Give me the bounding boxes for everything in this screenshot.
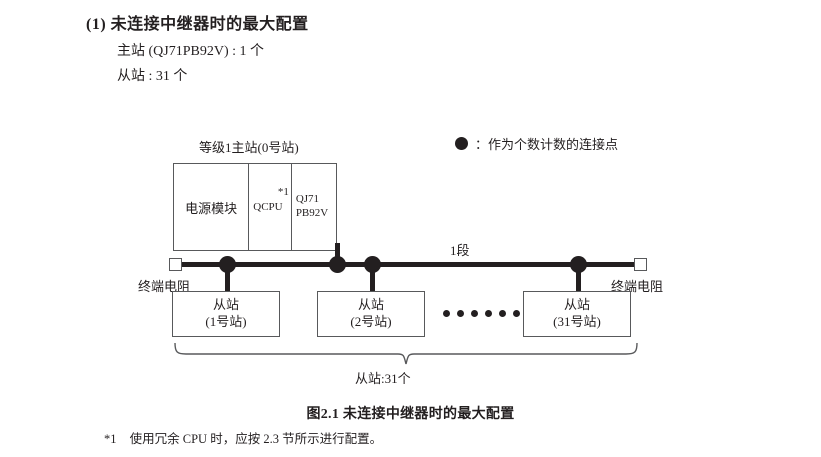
drop-line-slave-2: [370, 264, 375, 292]
network-bus-line: [178, 262, 638, 267]
legend: ：作为个数计数的连接点: [455, 134, 618, 153]
footnote: *1 使用冗余 CPU 时，应按 2.3 节所示进行配置。: [104, 428, 382, 447]
ellipsis-dot: [471, 310, 478, 317]
slave-1-station: (1号站): [205, 314, 247, 329]
master-station-rack: 电源模块 QCPU *1 QJ71 PB92V: [173, 163, 337, 251]
drop-line-master: [335, 243, 340, 265]
slave-station-31: 从站 (31号站): [523, 291, 631, 337]
connection-point-icon: [455, 137, 468, 150]
slave-31-name: 从站: [563, 297, 590, 313]
slave-2-name: 从站: [357, 297, 384, 313]
slave-total-label: 从站:31个: [355, 371, 411, 386]
connection-point-slave-31: [570, 256, 587, 273]
connection-point-slave-2: [364, 256, 381, 273]
page-title: (1) 未连接中继器时的最大配置: [86, 16, 309, 33]
ellipsis-dot: [443, 310, 450, 317]
spec-master-count: 主站 (QJ71PB92V) : 1 个: [117, 44, 265, 59]
qcpu-label: QCPU: [253, 201, 283, 213]
terminator-left-label: 终端电阻: [138, 279, 191, 294]
brace-icon: [174, 342, 638, 365]
footnote-marker: *1: [104, 432, 117, 446]
qcpu-footnote-marker: *1: [277, 186, 289, 198]
terminator-right-icon: [634, 258, 647, 271]
slave-31-station: (31号站): [553, 314, 601, 329]
footnote-text: 使用冗余 CPU 时，应按 2.3 节所示进行配置。: [129, 432, 383, 446]
slave-station-1: 从站 (1号站): [172, 291, 280, 337]
slave-count-brace: [170, 342, 642, 368]
qj71-line-2: PB92V: [295, 207, 329, 219]
slave-station-2: 从站 (2号站): [317, 291, 425, 337]
power-module-cell: 电源模块: [174, 164, 250, 250]
connection-point-master: [329, 256, 346, 273]
qj71-line-1: QJ71: [295, 193, 320, 206]
ellipsis-dot: [499, 310, 506, 317]
ellipsis-dot: [513, 310, 520, 317]
slave-2-station: (2号站): [350, 314, 392, 329]
segment-label: 1段: [450, 243, 470, 258]
figure-caption: 图2.1 未连接中继器时的最大配置: [306, 407, 515, 422]
terminator-right-label: 终端电阻: [611, 279, 664, 294]
spec-slave-count: 从站 : 31 个: [117, 69, 188, 84]
drop-line-slave-1: [225, 264, 230, 292]
qcpu-module-cell: QCPU *1: [249, 164, 292, 250]
qj71pb92v-module-cell: QJ71 PB92V: [292, 164, 336, 250]
terminator-left-icon: [169, 258, 182, 271]
drop-line-slave-31: [576, 264, 581, 292]
master-station-label: 等级1主站(0号站): [199, 140, 299, 155]
ellipsis-dot: [457, 310, 464, 317]
ellipsis-dots: [443, 310, 520, 317]
legend-label: ：作为个数计数的连接点: [475, 137, 619, 152]
ellipsis-dot: [485, 310, 492, 317]
connection-point-slave-1: [219, 256, 236, 273]
slave-1-name: 从站: [212, 297, 239, 313]
